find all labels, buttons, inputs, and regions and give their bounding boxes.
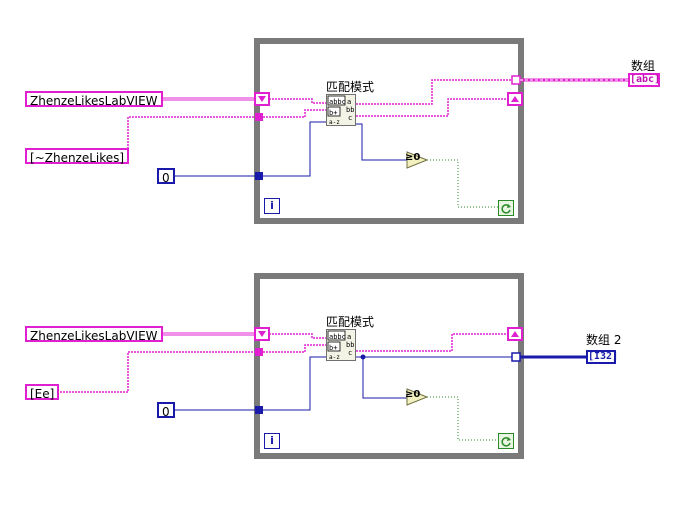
while-loop-frame[interactable]: [254, 273, 524, 459]
svg-text:a: a: [347, 333, 351, 341]
iteration-terminal-icon[interactable]: i: [264, 433, 280, 449]
loop-arrow-glyph: [501, 437, 511, 447]
string-constant[interactable]: ZhenzeLikesLabVIEW: [25, 91, 163, 108]
array-indicator[interactable]: [I32]: [586, 350, 619, 364]
svg-text:c: c: [348, 349, 352, 357]
tunnel-icon: [255, 172, 263, 180]
compare-label: ≥0: [405, 389, 421, 400]
string-constant[interactable]: ZhenzeLikesLabVIEW: [25, 326, 163, 343]
svg-text:a: a: [347, 98, 351, 106]
loop-arrow-glyph: [501, 204, 511, 214]
indicator-label: 数组 2: [586, 333, 622, 347]
compare-label: ≥0: [405, 152, 421, 163]
loop-condition-icon[interactable]: [498, 433, 514, 449]
svg-text:abbc: abbc: [329, 98, 346, 106]
offset-constant[interactable]: 0: [157, 402, 175, 419]
svg-text:bb: bb: [346, 341, 354, 349]
tunnel-icon: [255, 113, 263, 121]
shift-register-right-icon[interactable]: [507, 327, 523, 341]
match-pattern-glyph: abbc b+ a bb c a-z: [327, 330, 354, 361]
shift-register-left-icon[interactable]: [254, 327, 270, 341]
while-loop-frame[interactable]: [254, 38, 524, 224]
while-loop-1[interactable]: [254, 38, 524, 224]
array-indicator[interactable]: [abc]: [628, 73, 661, 87]
indexing-tunnel-icon: [511, 352, 521, 362]
shift-register-left-icon[interactable]: [254, 92, 270, 106]
match-pattern-glyph: abbc b+ a bb c a-z: [327, 95, 354, 126]
svg-text:c: c: [348, 114, 352, 122]
match-pattern-icon[interactable]: abbc b+ a bb c a-z: [326, 94, 356, 126]
while-loop-2[interactable]: [254, 273, 524, 459]
greater-or-equal-zero-icon[interactable]: [406, 151, 429, 169]
svg-text:b+: b+: [329, 109, 337, 117]
indexing-tunnel-icon: [511, 75, 521, 85]
svg-text:bb: bb: [346, 106, 354, 114]
loop-condition-icon[interactable]: [498, 200, 514, 216]
match-pattern-icon[interactable]: abbc b+ a bb c a-z: [326, 329, 356, 361]
regex-constant[interactable]: [Ee]: [25, 384, 60, 401]
shift-register-right-icon[interactable]: [507, 92, 523, 106]
regex-constant[interactable]: [~ZhenzeLikes]: [25, 148, 130, 165]
tunnel-icon: [255, 348, 263, 356]
indicator-label: 数组: [631, 59, 656, 73]
svg-text:abbc: abbc: [329, 333, 346, 341]
tunnel-icon: [255, 406, 263, 414]
svg-text:a-z: a-z: [329, 119, 340, 125]
greater-or-equal-zero-icon[interactable]: [406, 388, 429, 406]
svg-text:a-z: a-z: [329, 354, 340, 360]
offset-constant[interactable]: 0: [157, 168, 175, 185]
iteration-terminal-icon[interactable]: i: [264, 198, 280, 214]
match-pattern-label: 匹配模式: [326, 315, 375, 329]
svg-text:b+: b+: [329, 344, 337, 352]
match-pattern-label: 匹配模式: [326, 80, 375, 94]
